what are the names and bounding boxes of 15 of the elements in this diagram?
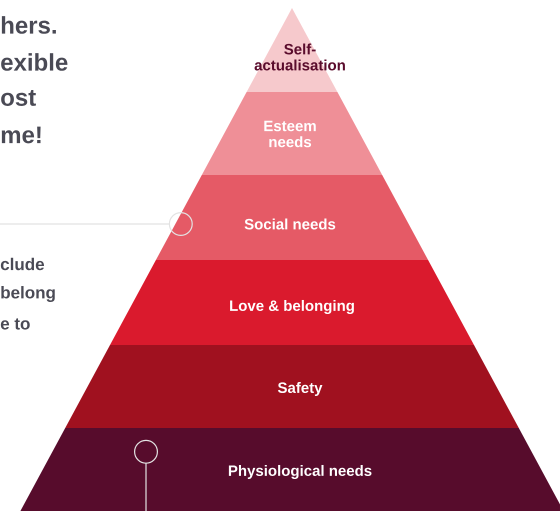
- text-fragment: exible: [1, 53, 68, 71]
- pyramid-level: Safety: [65, 345, 519, 428]
- pyramid-level: Love & belonging: [110, 260, 474, 345]
- text-fragment: belong: [1, 286, 55, 302]
- leader-line: [134, 440, 158, 511]
- text-fragment: hers.: [2, 16, 56, 34]
- pyramid-level: Self-actualisation: [246, 8, 345, 92]
- text-fragment: me!: [2, 126, 41, 144]
- pyramid-level: Social needs: [156, 175, 428, 260]
- text-fragment: clude: [0, 258, 44, 270]
- pyramid-level: Esteem needs: [202, 92, 382, 175]
- text-fragment: e to: [0, 318, 30, 330]
- text-fragment: ost: [1, 90, 36, 106]
- leader-line: [0, 212, 193, 236]
- pyramid-level: Physiological needs: [20, 428, 560, 511]
